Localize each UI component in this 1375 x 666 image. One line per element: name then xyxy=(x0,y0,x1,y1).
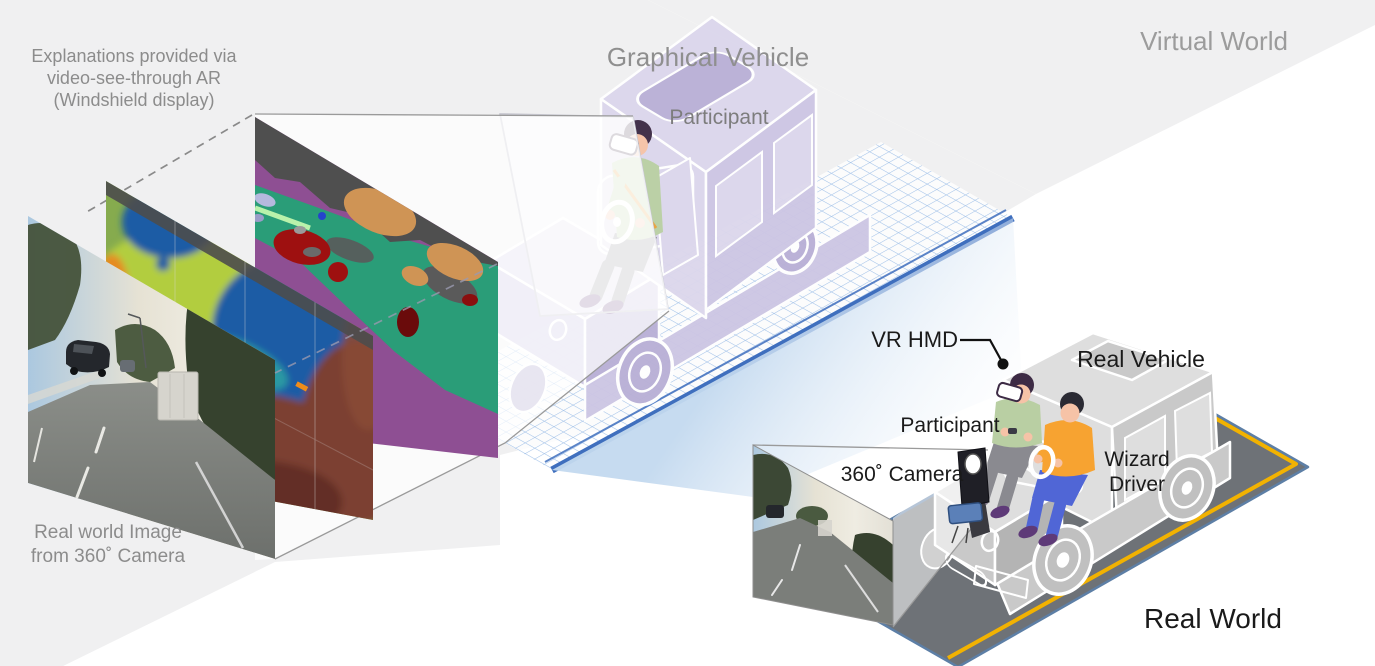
real-world-label: Real World xyxy=(1144,603,1282,634)
background-topright-gray xyxy=(648,0,1375,194)
vr-hmd-pointer xyxy=(960,338,1009,370)
explanations-note: Explanations provided via video-see-thro… xyxy=(10,45,258,111)
side-window-front xyxy=(715,150,763,258)
real-world-image-label: Real world Image from 360˚ Camera xyxy=(0,521,216,569)
steering-wheel-real xyxy=(1028,444,1056,480)
explanations-line3: (Windshield display) xyxy=(53,90,215,110)
photo-dark-car xyxy=(66,340,110,377)
hmd-view-cone xyxy=(552,218,1022,497)
photo-small-car xyxy=(120,360,135,372)
real-vehicle-label: Real Vehicle xyxy=(1077,346,1205,372)
real-world-image-line2: from 360˚ Camera xyxy=(30,546,186,567)
graphical-vehicle-label: Graphical Vehicle xyxy=(606,42,810,72)
side-window-rear xyxy=(773,113,813,215)
real-world-image-line1: Real world Image xyxy=(34,522,182,543)
sunroof-real xyxy=(1070,339,1170,382)
vr-hmd-label: VR HMD xyxy=(871,327,958,352)
wizard-driver-label: Wizard Driver xyxy=(1077,447,1197,497)
camera-360-label: 360˚ Camera xyxy=(840,463,964,486)
wheel-rear-real xyxy=(1158,454,1216,522)
explanations-line1: Explanations provided via xyxy=(31,46,237,66)
sunroof xyxy=(636,51,755,122)
participant-virtual-label: Participant xyxy=(669,106,769,129)
wheel-front xyxy=(615,337,675,407)
participant-real-label: Participant xyxy=(900,414,1000,437)
wizard-driver-line2: Driver xyxy=(1109,473,1165,496)
vr-headset-real xyxy=(996,381,1024,403)
headlight-real xyxy=(980,529,1000,553)
hood-device xyxy=(947,502,984,544)
wizard-driver-line1: Wizard xyxy=(1104,448,1170,471)
camera-lens xyxy=(964,453,982,475)
seat xyxy=(654,157,699,276)
photo-truck xyxy=(157,371,199,421)
wizard-driver-figure xyxy=(1018,392,1095,547)
virtual-world-label: Virtual World xyxy=(1140,26,1288,56)
real-vehicle xyxy=(920,331,1232,616)
explanations-line2: video-see-through AR xyxy=(46,68,222,88)
